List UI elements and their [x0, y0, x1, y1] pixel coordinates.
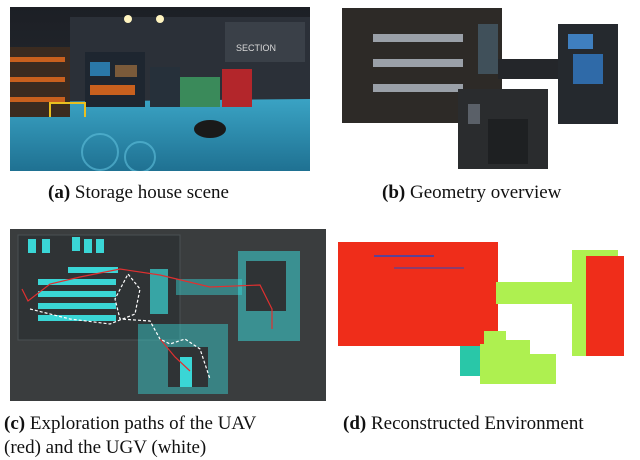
caption-d-text: Reconstructed Environment	[370, 413, 584, 434]
reconstruction-image	[334, 236, 636, 388]
caption-c-text-1: Exploration paths of the UAV	[29, 413, 257, 434]
caption-d: (d) Reconstructed Environment	[343, 412, 584, 436]
caption-a: (a) Storage house scene	[48, 181, 229, 205]
panel-c-exploration-paths	[10, 229, 326, 401]
storage-scene-image: SECTION	[10, 7, 310, 171]
ugv-path	[29, 272, 211, 380]
section-sign: SECTION	[236, 43, 276, 53]
caption-a-letter: (a)	[48, 182, 71, 203]
caption-b-letter: (b)	[382, 182, 406, 203]
exploration-map-image	[10, 229, 326, 401]
caption-a-text: Storage house scene	[74, 182, 229, 203]
uav-path	[21, 268, 273, 329]
caption-c-letter: (c)	[4, 413, 26, 434]
caption-c-line-2: (red) and the UGV (white)	[4, 437, 207, 458]
panel-d-reconstruction	[334, 236, 636, 388]
caption-b: (b) Geometry overview	[382, 181, 561, 205]
caption-b-text: Geometry overview	[409, 182, 562, 203]
caption-c-line-1: (c) Exploration paths of the UAV	[4, 412, 330, 436]
caption-d-letter: (d)	[343, 413, 367, 434]
geometry-overview-image	[338, 4, 634, 174]
caption-c: (c) Exploration paths of the UAV (red) a…	[4, 412, 330, 460]
panel-a-storage-scene: SECTION	[10, 7, 310, 171]
panel-b-geometry	[338, 4, 634, 174]
